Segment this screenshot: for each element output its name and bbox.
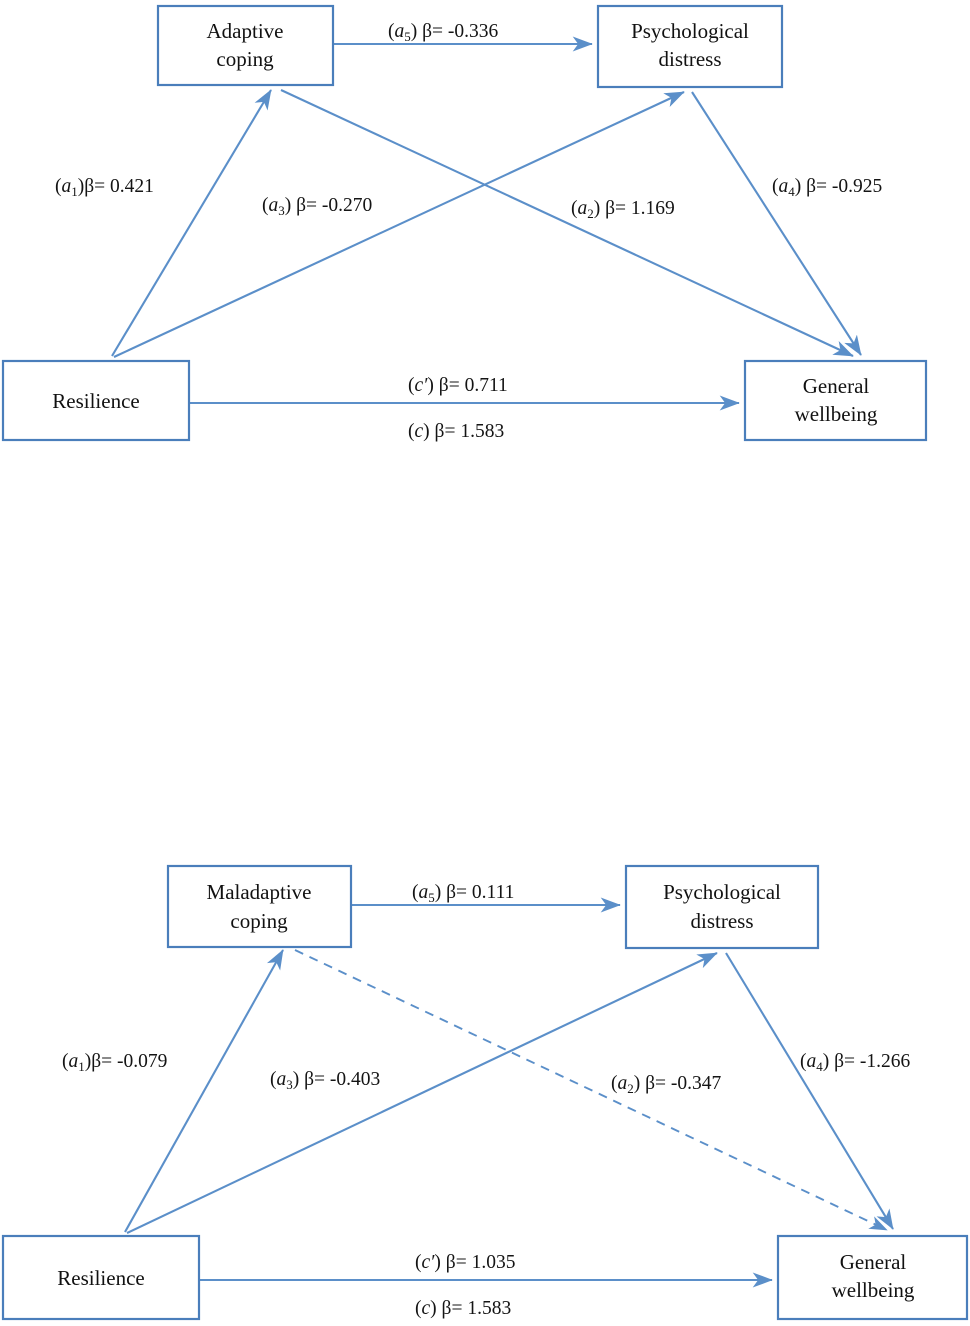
edge-label-a5: (a5) β= 0.111 bbox=[412, 882, 514, 905]
path-a3-resilience-to-distress bbox=[126, 952, 718, 1234]
edge-label-a4: (a4) β= -0.925 bbox=[772, 176, 882, 199]
node-maladaptive-coping-line2: coping bbox=[230, 909, 288, 933]
path-a2-maladaptive-to-wellbeing bbox=[294, 949, 888, 1231]
path-a3-resilience-to-distress bbox=[113, 91, 685, 358]
edge-label-c-total: (c) β= 1.583 bbox=[408, 421, 504, 442]
node-psychological-distress[interactable] bbox=[624, 864, 820, 950]
adaptive-coping-svg: Adaptive coping Psychological distress R… bbox=[1, 4, 928, 442]
path-a2-adaptive-to-wellbeing bbox=[280, 89, 854, 357]
node-resilience[interactable] bbox=[1, 1234, 201, 1321]
edge-label-c-total: (c) β= 1.583 bbox=[415, 1298, 511, 1319]
adaptive-coping-diagram: Adaptive coping Psychological distress R… bbox=[0, 0, 970, 460]
edge-label-c-prime: (c′) β= 0.711 bbox=[408, 375, 508, 396]
path-a1-arrow bbox=[124, 949, 284, 1233]
edge-label-c-prime: (c′) β= 1.035 bbox=[415, 1252, 515, 1273]
node-resilience-line1: Resilience bbox=[52, 389, 139, 413]
node-psychological-distress[interactable] bbox=[596, 4, 784, 89]
node-general-wellbeing-line1: General bbox=[840, 1250, 907, 1274]
node-adaptive-coping-line1: Adaptive bbox=[207, 19, 284, 43]
node-general-wellbeing[interactable] bbox=[743, 359, 928, 442]
node-adaptive-coping[interactable] bbox=[156, 4, 335, 87]
node-psychological-distress-line2: distress bbox=[691, 909, 754, 933]
node-general-wellbeing-line1: General bbox=[803, 374, 870, 398]
node-resilience[interactable] bbox=[1, 359, 191, 442]
path-a4-distress-to-wellbeing bbox=[725, 952, 894, 1230]
edge-label-a2: (a2) β= 1.169 bbox=[571, 198, 675, 221]
edge-label-a3: (a3) β= -0.270 bbox=[262, 195, 372, 218]
edge-label-a4: (a4) β= -1.266 bbox=[800, 1051, 911, 1074]
node-maladaptive-coping[interactable] bbox=[166, 864, 353, 949]
edge-label-a1: (a1)β= -0.079 bbox=[62, 1051, 167, 1074]
node-general-wellbeing[interactable] bbox=[776, 1234, 969, 1321]
node-psychological-distress-line2: distress bbox=[659, 47, 722, 71]
edge-label-a1: (a1)β= 0.421 bbox=[55, 176, 154, 199]
edge-label-a5: (a5) β= -0.336 bbox=[388, 21, 499, 44]
node-adaptive-coping-line2: coping bbox=[216, 47, 274, 71]
maladaptive-coping-diagram: Maladaptive coping Psychological distres… bbox=[0, 840, 970, 1326]
edge-label-a2: (a2) β= -0.347 bbox=[611, 1073, 722, 1096]
node-psychological-distress-line1: Psychological bbox=[631, 19, 749, 43]
maladaptive-coping-svg: Maladaptive coping Psychological distres… bbox=[1, 864, 969, 1321]
node-maladaptive-coping-line1: Maladaptive bbox=[207, 880, 312, 904]
path-a1-arrow bbox=[111, 89, 272, 357]
node-general-wellbeing-line2: wellbeing bbox=[795, 402, 878, 426]
path-a4-distress-to-wellbeing bbox=[691, 91, 862, 356]
node-psychological-distress-line1: Psychological bbox=[663, 880, 781, 904]
node-resilience-line1: Resilience bbox=[57, 1266, 144, 1290]
node-general-wellbeing-line2: wellbeing bbox=[832, 1278, 915, 1302]
edge-label-a3: (a3) β= -0.403 bbox=[270, 1069, 380, 1092]
